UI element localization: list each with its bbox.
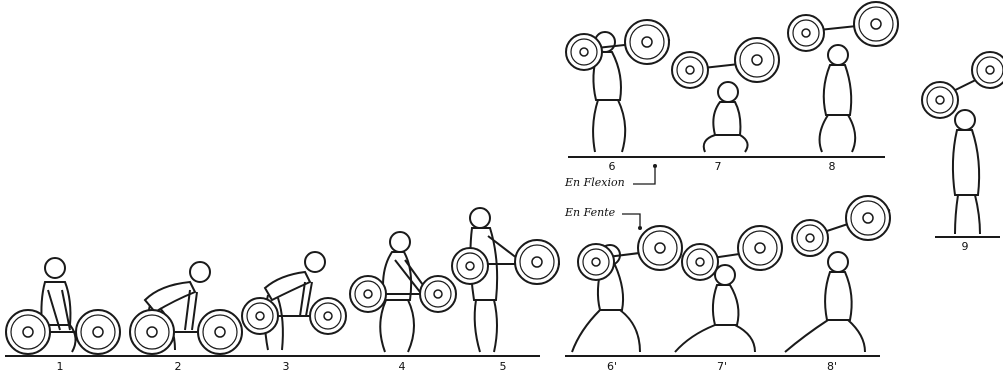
flexion-pointer — [633, 168, 655, 184]
figure-label-9: 9 — [962, 240, 969, 253]
figure-label-2: 2 — [175, 360, 182, 373]
figure-label-6b: 6' — [607, 360, 617, 373]
figure-label-8: 8 — [829, 160, 836, 173]
figure-label-8b: 8' — [827, 360, 837, 373]
lifter-figure-1 — [6, 258, 120, 354]
lifter-figure-7 — [672, 38, 779, 152]
lifter-figure-7b — [675, 226, 782, 352]
lifter-figure-6b — [572, 226, 682, 352]
figure-label-6: 6 — [609, 160, 616, 173]
figure-label-1: 1 — [57, 360, 64, 373]
figure-label-3: 3 — [283, 360, 290, 373]
fente-pointer — [622, 214, 640, 226]
lifter-figure-4 — [350, 232, 456, 352]
lifter-figure-8 — [788, 2, 898, 152]
figure-label-5: 5 — [500, 360, 507, 373]
figure-label-7b: 7' — [717, 360, 727, 373]
caption-en-fente: En Fente — [565, 206, 615, 219]
lifter-figure-6 — [566, 20, 670, 152]
lifter-figure-2 — [130, 262, 242, 354]
figure-label-4: 4 — [399, 360, 406, 373]
lifter-figure-5 — [452, 208, 560, 352]
caption-en-flexion: En Flexion — [565, 176, 625, 189]
figure-label-7: 7 — [715, 160, 722, 173]
lifter-figure-9 — [922, 52, 1003, 234]
lifter-figure-3 — [242, 252, 346, 350]
lifter-figure-8b — [785, 196, 890, 352]
